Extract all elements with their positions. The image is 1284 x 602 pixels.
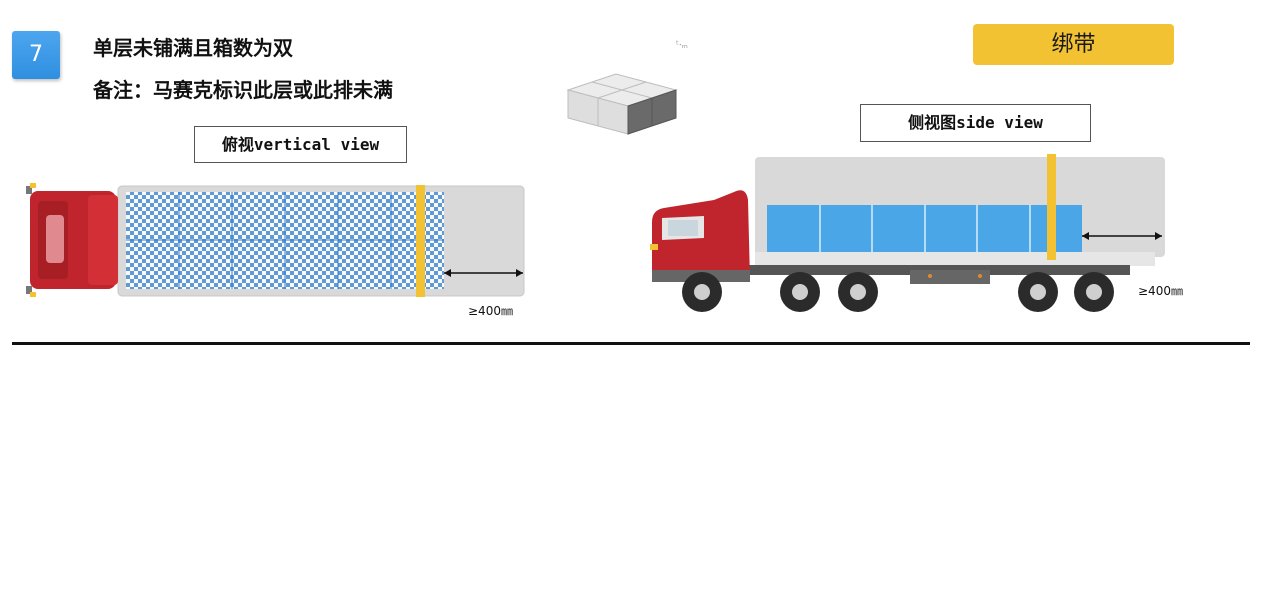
truck-top-view-icon: [26, 183, 525, 297]
cargo-boxes-icon: [566, 73, 678, 135]
step-number-badge: 7: [12, 31, 60, 79]
truck-side-view-icon: [650, 154, 1165, 312]
top-view-label: 俯视vertical view: [194, 126, 407, 163]
diagram-title: 单层未铺满且箱数为双: [93, 36, 293, 60]
side-view-label: 侧视图side view: [860, 104, 1091, 142]
section-divider: [12, 342, 1250, 345]
strap-tag: 绑带: [973, 24, 1174, 65]
top-view-dimension: ≥400㎜: [468, 304, 513, 318]
tiny-mark: ᵗ⸱ₘ: [676, 40, 688, 51]
diagram-note: 备注：马赛克标识此层或此排未满: [93, 78, 393, 102]
side-view-dimension: ≥400㎜: [1138, 284, 1183, 298]
